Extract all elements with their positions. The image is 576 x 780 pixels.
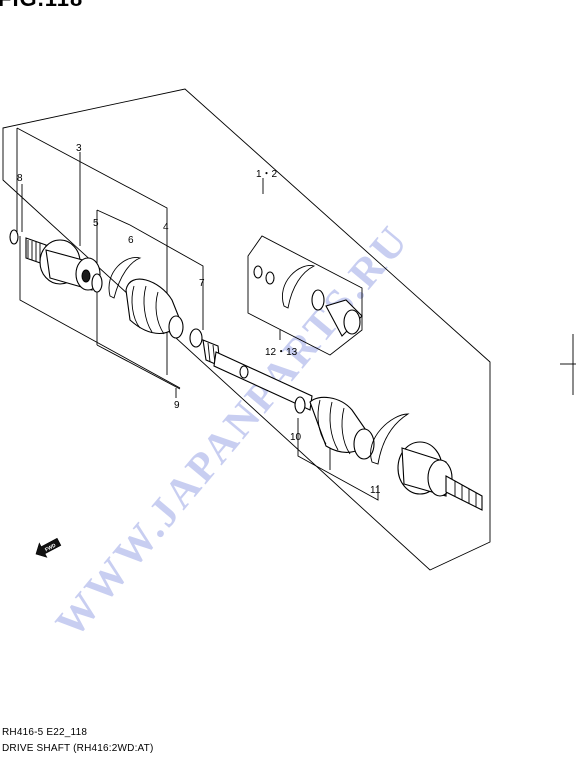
- outer-joint: [397, 441, 453, 497]
- outer-boot: [309, 396, 375, 460]
- callout-3: 3: [76, 143, 82, 154]
- boot-band-6: [108, 257, 142, 299]
- fwd-arrow-icon: FWD: [35, 537, 62, 558]
- callout-1-2: 1・2: [256, 169, 278, 180]
- callout-9: 9: [174, 400, 180, 411]
- inner-boot: [125, 278, 184, 339]
- boot-band-11: [370, 413, 410, 465]
- callout-12-13: 12・13: [265, 347, 298, 358]
- circlip-7: [189, 328, 203, 348]
- subbox-12-13: [247, 235, 363, 356]
- callout-6: 6: [128, 235, 134, 246]
- outer-spline-stub: [445, 475, 483, 511]
- subframe-9: [19, 236, 181, 389]
- fwd-badge-label: FWD: [44, 542, 57, 553]
- callout-11: 11: [370, 485, 381, 496]
- callout-8: 8: [17, 173, 23, 184]
- inner-joint-housing-3: [39, 239, 101, 291]
- caption-description: DRIVE SHAFT (RH416:2WD:AT): [2, 743, 154, 754]
- figure-title: FIG.118: [0, 0, 83, 12]
- assembly-boundary: [2, 88, 491, 571]
- callout-10: 10: [290, 432, 302, 443]
- boot-band-5: [91, 273, 103, 293]
- callout-4: 4: [163, 222, 169, 233]
- drive-shaft: [213, 351, 313, 411]
- caption-model-code: RH416-5 E22_118: [2, 727, 88, 738]
- callout-5: 5: [93, 218, 99, 229]
- circlip-8: [9, 229, 19, 245]
- boot-kit-12-13: [253, 265, 363, 337]
- callout-7: 7: [199, 278, 205, 289]
- shaft-clip: [294, 396, 306, 414]
